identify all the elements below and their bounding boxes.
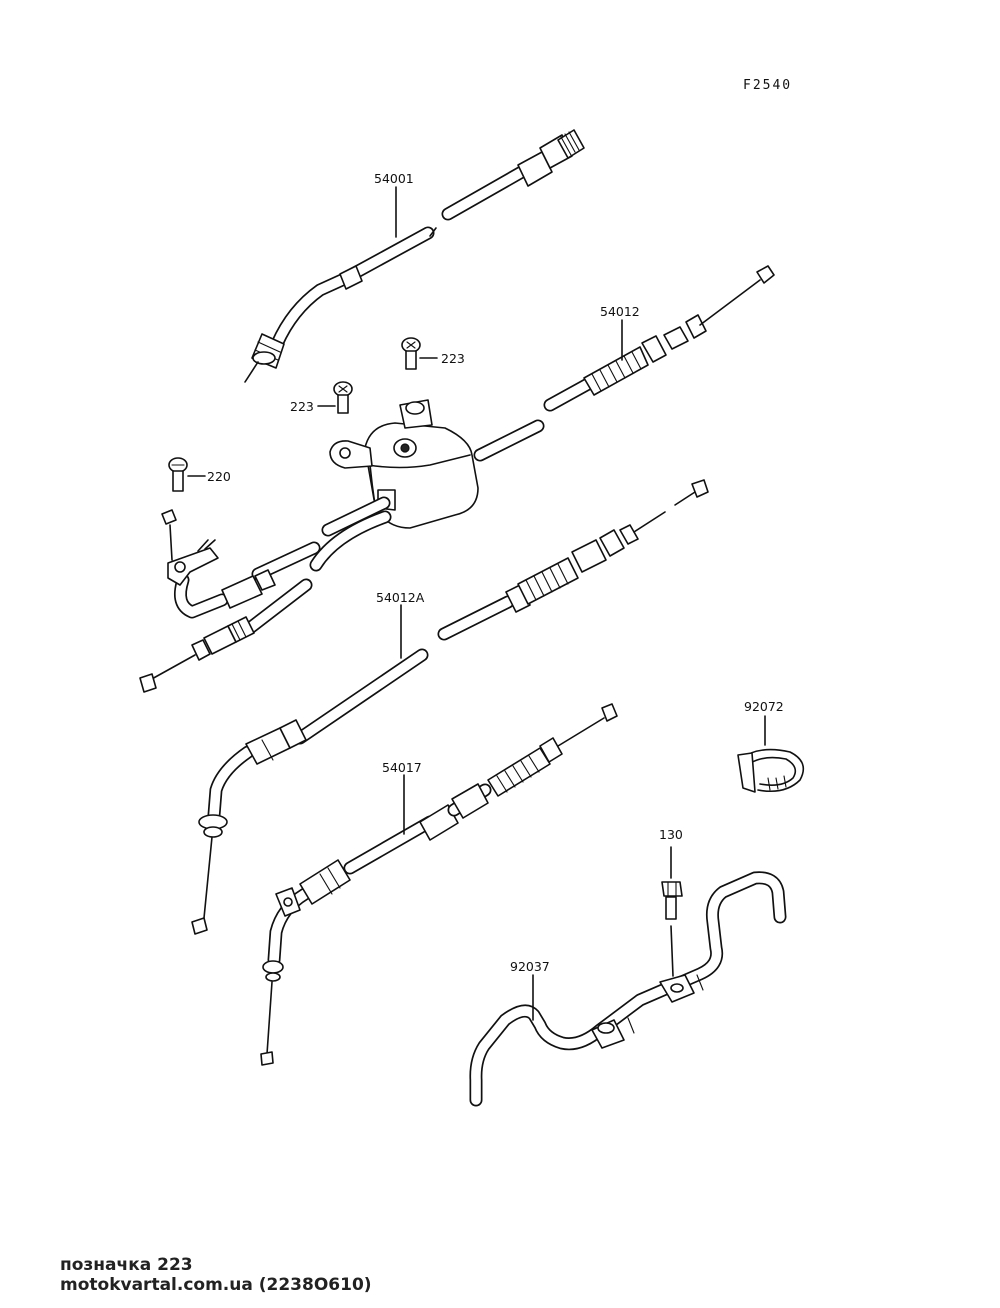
footer-part-mark: позначка 223 <box>60 1255 193 1275</box>
bracket-92037 <box>469 871 787 1107</box>
screw-223-top <box>401 337 438 370</box>
label-92037: 92037 <box>510 959 550 974</box>
bolt-130 <box>661 846 683 977</box>
screw-223-left <box>317 381 353 414</box>
figure-code: F2540 <box>743 78 792 93</box>
label-54017: 54017 <box>382 760 422 775</box>
label-54001: 54001 <box>374 171 414 186</box>
screw-220 <box>168 457 206 492</box>
speedometer-cable-54001 <box>244 129 585 383</box>
leader-lines <box>395 186 766 1021</box>
label-54012a: 54012A <box>376 590 425 605</box>
label-223-left: 223 <box>290 399 314 414</box>
cable-junction-box <box>329 399 545 529</box>
label-92072: 92072 <box>744 699 784 714</box>
label-130: 130 <box>659 827 683 842</box>
cable-54012a <box>191 479 709 935</box>
label-54012: 54012 <box>600 304 640 319</box>
cable-54017 <box>260 703 618 1066</box>
label-220: 220 <box>207 469 231 484</box>
footer-site-link[interactable]: motokvartal.com.ua (2238О610) <box>60 1275 372 1295</box>
throttle-cable-54012 <box>543 265 775 412</box>
clamp-92072 <box>737 748 805 793</box>
left-cable-assembly <box>139 496 392 693</box>
label-223-top: 223 <box>441 351 465 366</box>
